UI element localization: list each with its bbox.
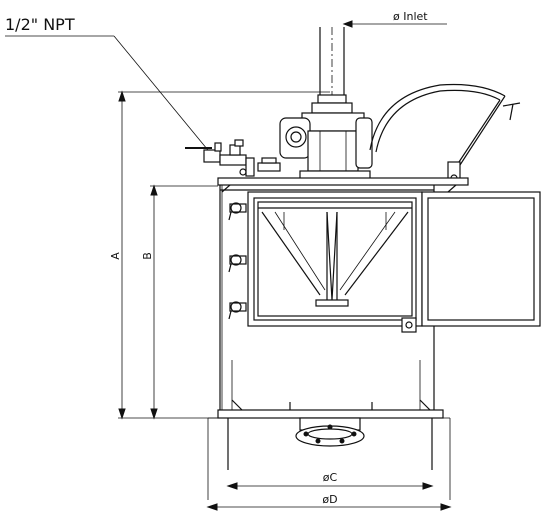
dimension-a: A — [109, 90, 330, 420]
dim-a-label: A — [109, 252, 122, 260]
dimension-c: øC — [226, 471, 434, 490]
clamp-top — [228, 202, 247, 221]
inlet-pipe — [319, 27, 345, 95]
access-window — [247, 191, 423, 327]
valve-assembly — [185, 139, 281, 177]
door-clamps — [228, 202, 247, 320]
dim-d-label: øD — [322, 493, 337, 506]
hinged-cover — [369, 83, 521, 185]
clamp-bottom — [228, 301, 247, 320]
dimension-b: B — [141, 184, 218, 420]
dim-c-label: øC — [323, 471, 338, 484]
inlet-callout: ø Inlet — [342, 10, 447, 28]
npt-callout: 1/2" NPT — [5, 15, 213, 156]
npt-label: 1/2" NPT — [5, 15, 75, 34]
open-door — [401, 191, 541, 333]
top-flange — [217, 177, 469, 193]
dim-b-label: B — [141, 252, 154, 260]
clamp-middle — [228, 254, 247, 273]
inlet-label: ø Inlet — [393, 10, 428, 23]
base — [207, 399, 451, 500]
outlet-flange — [295, 417, 365, 447]
dimension-d: øD — [206, 493, 452, 511]
drive-assembly — [279, 94, 373, 180]
